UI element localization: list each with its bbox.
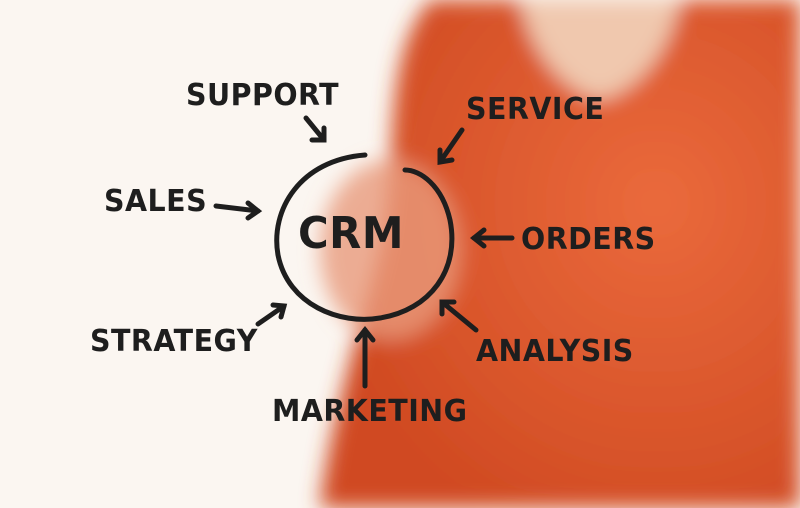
arrow-service-icon: [437, 127, 465, 165]
crm-circle: [274, 152, 455, 322]
label-strategy: STRATEGY: [90, 324, 258, 359]
label-support: SUPPORT: [186, 78, 340, 113]
label-marketing: MARKETING: [272, 394, 468, 429]
arrow-orders-icon: [469, 227, 515, 249]
arrow-strategy-icon: [255, 302, 288, 327]
label-service: SERVICE: [466, 92, 605, 127]
label-analysis: ANALYSIS: [476, 334, 634, 369]
arrow-analysis-icon: [439, 299, 479, 333]
label-sales: SALES: [104, 184, 208, 219]
arrow-marketing-icon: [354, 325, 376, 389]
person-shirt: [320, 0, 800, 508]
label-orders: ORDERS: [521, 222, 656, 257]
arrow-support-icon: [303, 115, 327, 143]
arrow-sales-icon: [213, 200, 263, 221]
crm-label: CRM: [298, 208, 404, 259]
